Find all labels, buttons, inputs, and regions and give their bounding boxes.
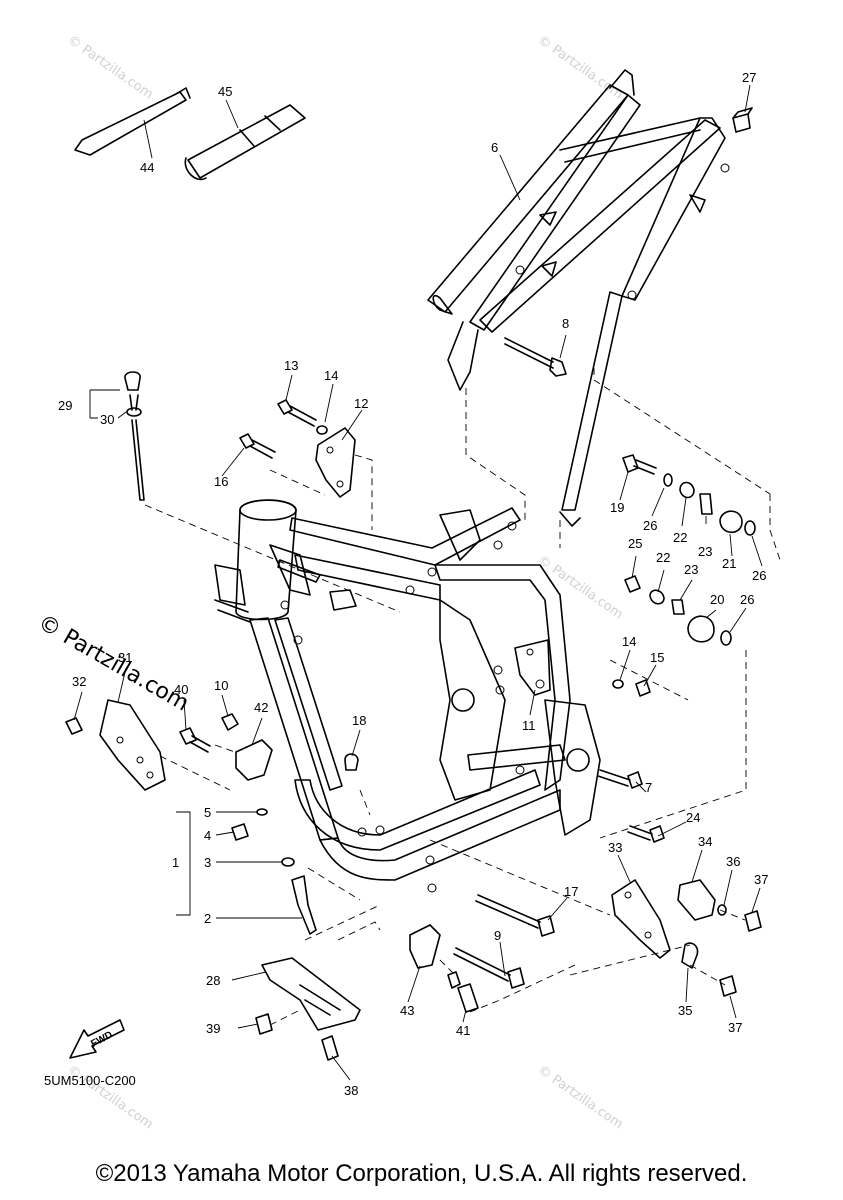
bolt-16 bbox=[239, 433, 276, 459]
clamp-35 bbox=[681, 942, 699, 969]
callout-22: 22 bbox=[673, 530, 687, 545]
callout-15: 15 bbox=[650, 650, 664, 665]
bolt-13 bbox=[277, 399, 317, 427]
callout-45: 45 bbox=[218, 84, 232, 99]
callout-numbers: 45 44 6 27 8 13 14 12 29 30 16 19 26 22 … bbox=[58, 70, 768, 1098]
drain-assembly-1 bbox=[231, 808, 317, 935]
callout-26: 26 bbox=[752, 568, 766, 583]
callout-5: 5 bbox=[204, 805, 211, 820]
wrench-44 bbox=[74, 87, 191, 156]
bracket-42 bbox=[235, 739, 273, 781]
copyright-notice: ©2013 Yamaha Motor Corporation, U.S.A. A… bbox=[95, 1160, 748, 1187]
rear-subframe bbox=[427, 69, 730, 527]
dashed-connectors bbox=[144, 368, 781, 1026]
callout-25: 25 bbox=[628, 536, 642, 551]
callout-22: 22 bbox=[656, 550, 670, 565]
callout-23: 23 bbox=[698, 544, 712, 559]
callout-31: 31 bbox=[118, 650, 132, 665]
callout-24: 24 bbox=[686, 810, 700, 825]
chain-guide-33 bbox=[611, 879, 671, 959]
leader-lines bbox=[73, 84, 763, 1081]
bolt-24 bbox=[627, 825, 665, 843]
chain-guide-31 bbox=[99, 699, 166, 791]
callout-1: 1 bbox=[172, 855, 179, 870]
callout-35: 35 bbox=[678, 1003, 692, 1018]
callout-43: 43 bbox=[400, 1003, 414, 1018]
callout-26: 26 bbox=[740, 592, 754, 607]
callout-42: 42 bbox=[254, 700, 268, 715]
callout-26: 26 bbox=[643, 518, 657, 533]
callout-14: 14 bbox=[324, 368, 338, 383]
spark-plug-wrench-45 bbox=[184, 104, 306, 181]
callout-37: 37 bbox=[754, 872, 768, 887]
main-frame bbox=[214, 499, 601, 893]
oil-dipstick-29 bbox=[124, 371, 145, 501]
callout-29: 29 bbox=[58, 398, 72, 413]
callout-17: 17 bbox=[564, 884, 578, 899]
fwd-label: FWD bbox=[89, 1029, 114, 1049]
bolt-40 bbox=[179, 727, 211, 753]
callout-39: 39 bbox=[206, 1021, 220, 1036]
washer-14 bbox=[316, 425, 328, 435]
guide-34 bbox=[677, 879, 716, 921]
bolt-37-lower bbox=[719, 975, 737, 997]
callout-14: 14 bbox=[622, 634, 636, 649]
callout-19: 19 bbox=[610, 500, 624, 515]
skid-plate-28 bbox=[261, 957, 361, 1031]
bolt-32 bbox=[65, 717, 83, 735]
bracket-12 bbox=[315, 427, 356, 498]
callout-36: 36 bbox=[726, 854, 740, 869]
callout-37: 37 bbox=[728, 1020, 742, 1035]
callout-38: 38 bbox=[344, 1083, 358, 1098]
nut-10 bbox=[221, 713, 239, 731]
callout-41: 41 bbox=[456, 1023, 470, 1038]
fwd-arrow-icon: FWD bbox=[69, 1019, 125, 1059]
callout-32: 32 bbox=[72, 674, 86, 689]
callout-8: 8 bbox=[562, 316, 569, 331]
callout-30: 30 bbox=[100, 412, 114, 427]
callout-33: 33 bbox=[608, 840, 622, 855]
bracket-43 bbox=[409, 924, 441, 969]
callout-13: 13 bbox=[284, 358, 298, 373]
callout-28: 28 bbox=[206, 973, 220, 988]
callout-16: 16 bbox=[214, 474, 228, 489]
collar-41 bbox=[447, 971, 479, 1013]
callout-7: 7 bbox=[645, 780, 652, 795]
washer-36 bbox=[717, 904, 727, 916]
callout-18: 18 bbox=[352, 713, 366, 728]
callout-6: 6 bbox=[491, 140, 498, 155]
callout-12: 12 bbox=[354, 396, 368, 411]
bolt-9 bbox=[453, 947, 525, 989]
collar-18 bbox=[344, 753, 359, 771]
callout-27: 27 bbox=[742, 70, 756, 85]
callout-10: 10 bbox=[214, 678, 228, 693]
bolt-39 bbox=[255, 1013, 273, 1035]
callout-44: 44 bbox=[140, 160, 154, 175]
callout-4: 4 bbox=[204, 828, 211, 843]
engine-mount-11 bbox=[514, 639, 551, 696]
callout-3: 3 bbox=[204, 855, 211, 870]
clip-27 bbox=[732, 107, 753, 133]
callout-11: 11 bbox=[522, 718, 536, 733]
callout-40: 40 bbox=[174, 682, 188, 697]
bolt-7 bbox=[597, 769, 643, 789]
callout-21: 21 bbox=[722, 556, 736, 571]
diagram-code: 5UM5100-C200 bbox=[44, 1073, 136, 1088]
bolt-37 bbox=[744, 910, 762, 932]
callout-34: 34 bbox=[698, 834, 712, 849]
pivot-hardware bbox=[612, 454, 756, 697]
callout-9: 9 bbox=[494, 928, 501, 943]
bolt-38 bbox=[321, 1035, 339, 1061]
bolt-17 bbox=[475, 894, 555, 937]
callout-23: 23 bbox=[684, 562, 698, 577]
callout-20: 20 bbox=[710, 592, 724, 607]
bolt-8 bbox=[504, 337, 567, 377]
callout-2: 2 bbox=[204, 911, 211, 926]
